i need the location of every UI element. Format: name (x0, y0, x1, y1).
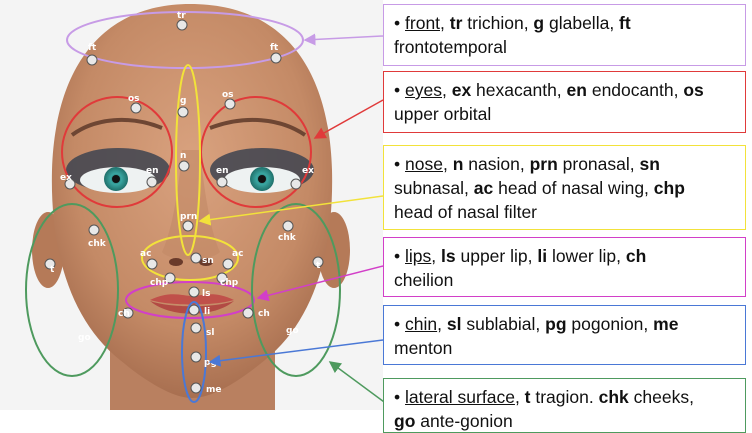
desc-en: endocanth, (587, 80, 683, 100)
lips-arrow (258, 266, 383, 298)
term-ls: ls (441, 246, 456, 266)
term-n: n (453, 154, 464, 174)
desc-li: lower lip, (547, 246, 626, 266)
nose-arrow (200, 196, 383, 221)
desc-sn: subnasal, (394, 178, 474, 198)
desc-ft: frontotemporal (394, 37, 507, 57)
legend-nose: • nose, n nasion, prn pronasal, sn subna… (383, 145, 746, 230)
term-chp: chp (654, 178, 685, 198)
term-sn: sn (639, 154, 659, 174)
desc-ac: head of nasal wing, (493, 178, 654, 198)
legend-lateral: • lateral surface, t tragion. chk cheeks… (383, 378, 746, 433)
term-tr: tr (450, 13, 463, 33)
term-prn: prn (530, 154, 558, 174)
term-ac: ac (474, 178, 493, 198)
desc-me: menton (394, 338, 452, 358)
legend-lips-title: lips (405, 246, 431, 266)
term-ft: ft (619, 13, 631, 33)
legend-chin: • chin, sl sublabial, pg pogonion, me me… (383, 305, 746, 365)
legend-front-title: front, (405, 13, 445, 33)
desc-os: upper orbital (394, 104, 491, 124)
legend-eyes-title: eyes (405, 80, 442, 100)
desc-prn: pronasal, (558, 154, 640, 174)
term-chk: chk (599, 387, 629, 407)
legend-chin-title: chin (405, 314, 437, 334)
desc-go: ante-gonion (415, 411, 512, 431)
legend-lateral-title: lateral surface (405, 387, 515, 407)
sep: , (515, 387, 525, 407)
desc-ls: upper lip, (456, 246, 538, 266)
term-sl: sl (447, 314, 462, 334)
desc-ch: cheilion (394, 270, 453, 290)
term-li: li (537, 246, 547, 266)
desc-t: tragion. (531, 387, 599, 407)
term-g: g (533, 13, 544, 33)
bullet: • (394, 80, 400, 100)
sep: , (442, 80, 452, 100)
desc-n: nasion, (463, 154, 529, 174)
sep: , (431, 246, 441, 266)
desc-pg: pogonion, (567, 314, 654, 334)
desc-g: glabella, (544, 13, 619, 33)
legend-front: • front, tr trichion, g glabella, ft fro… (383, 4, 746, 66)
bullet: • (394, 246, 400, 266)
bullet: • (394, 314, 400, 334)
term-ex: ex (452, 80, 471, 100)
legend-eyes: • eyes, ex hexacanth, en endocanth, os u… (383, 71, 746, 133)
term-ch: ch (626, 246, 646, 266)
eyes-arrow (315, 100, 383, 138)
sep: , (443, 154, 453, 174)
desc-chk: cheeks, (629, 387, 694, 407)
term-pg: pg (545, 314, 566, 334)
term-me: me (653, 314, 678, 334)
legend-nose-title: nose (405, 154, 443, 174)
desc-ex: hexacanth, (471, 80, 566, 100)
term-os: os (683, 80, 703, 100)
bullet: • (394, 154, 400, 174)
term-en: en (567, 80, 587, 100)
bullet: • (394, 387, 400, 407)
desc-sl: sublabial, (461, 314, 545, 334)
chin-arrow (210, 340, 383, 362)
desc-chp: head of nasal filter (394, 202, 537, 222)
term-go: go (394, 411, 415, 431)
sep: , (437, 314, 447, 334)
legend-lips: • lips, ls upper lip, li lower lip, ch c… (383, 237, 746, 297)
desc-tr: trichion, (462, 13, 533, 33)
bullet: • (394, 13, 400, 33)
front-arrow (305, 36, 383, 40)
